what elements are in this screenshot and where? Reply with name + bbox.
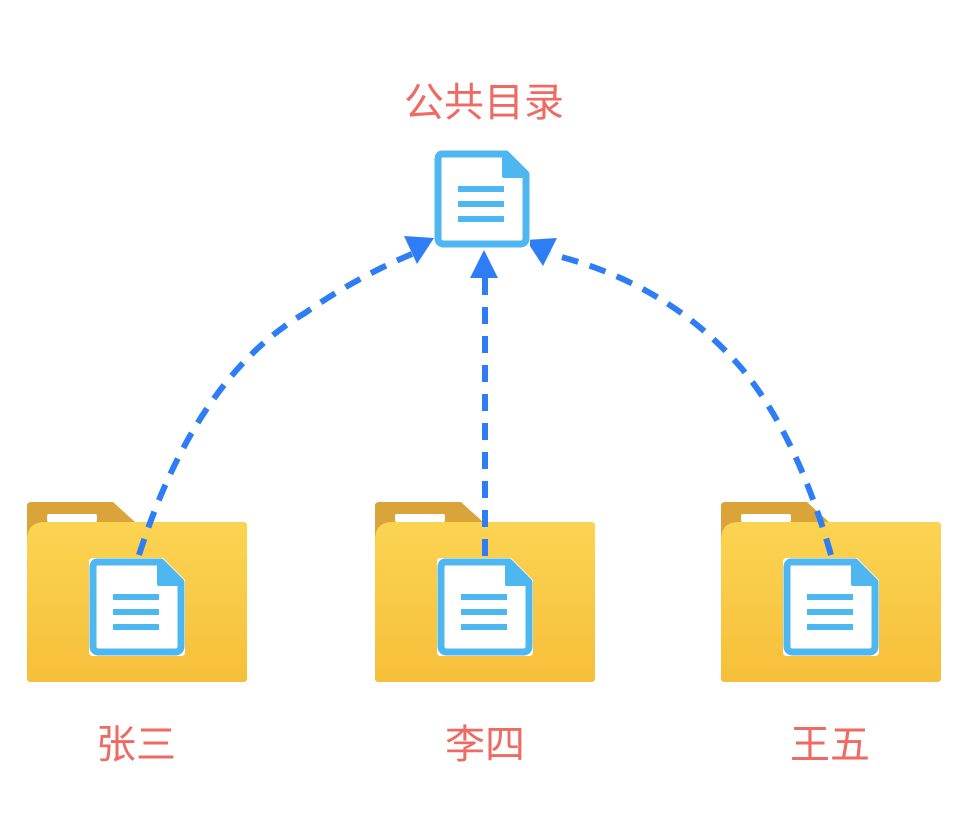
document-icon <box>434 150 530 248</box>
user-label-wangwu: 王五 <box>790 722 870 768</box>
user-label-zhangsan: 张三 <box>96 722 176 768</box>
user-label-lisi: 李四 <box>445 722 525 768</box>
arrowhead-icon <box>404 236 434 264</box>
arrow-line <box>549 251 834 556</box>
document-icon <box>437 558 533 656</box>
arrowhead-icon <box>526 238 557 266</box>
document-icon <box>89 558 185 656</box>
arrow-line <box>136 251 414 556</box>
shared-directory-label: 公共目录 <box>404 80 564 126</box>
document-icon <box>783 558 879 656</box>
arrowhead-icon <box>470 250 498 278</box>
